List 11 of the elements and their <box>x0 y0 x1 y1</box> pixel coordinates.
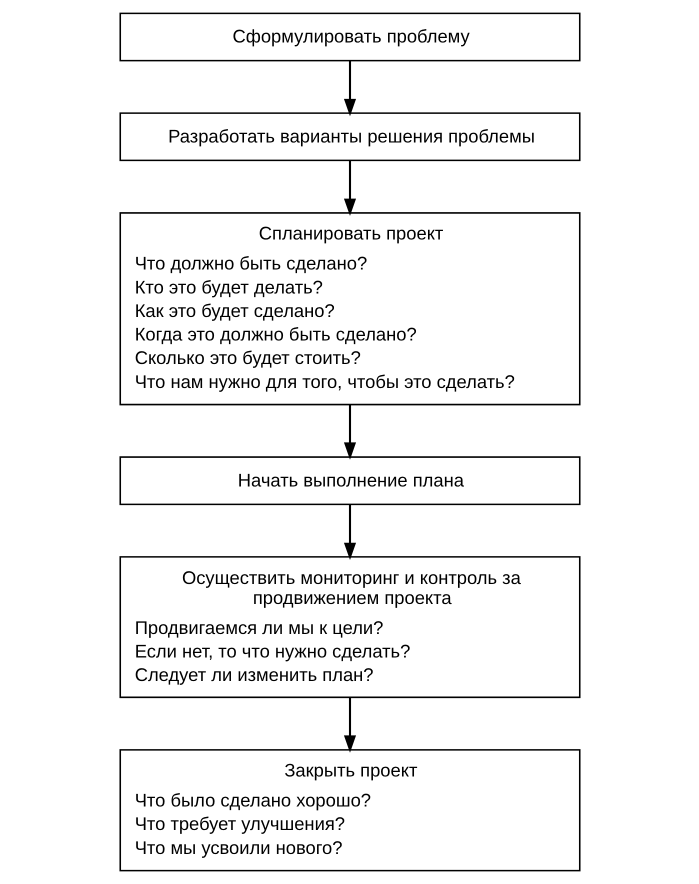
node-box: Спланировать проект Что должно быть сделано? Кто это будет делать? Как это будет сделано? Когда это должно быть сделано? Сколько это будет стоить? Что нам нужно для того, чтобы это сделать? <box>118 212 580 406</box>
node-box: Начать выполнение плана <box>118 456 580 506</box>
arrow <box>343 404 356 460</box>
node-box: Разработать варианты решения проблемы <box>118 112 580 162</box>
arrow <box>343 60 356 116</box>
node-box: Закрыть проект Что было сделано хорошо? Что требует улучшения? Что мы усвоили нового? <box>118 749 580 872</box>
arrow <box>343 504 356 560</box>
arrow <box>343 698 356 753</box>
node-box: Осуществить мониторинг и контроль за продвижением проекта Продвигаемся ли мы к цели? Если нет, то что нужно сделать? Следует ли изменить план? <box>118 556 580 698</box>
arrow <box>343 160 356 216</box>
node-box: Сформулировать проблему <box>118 12 580 62</box>
